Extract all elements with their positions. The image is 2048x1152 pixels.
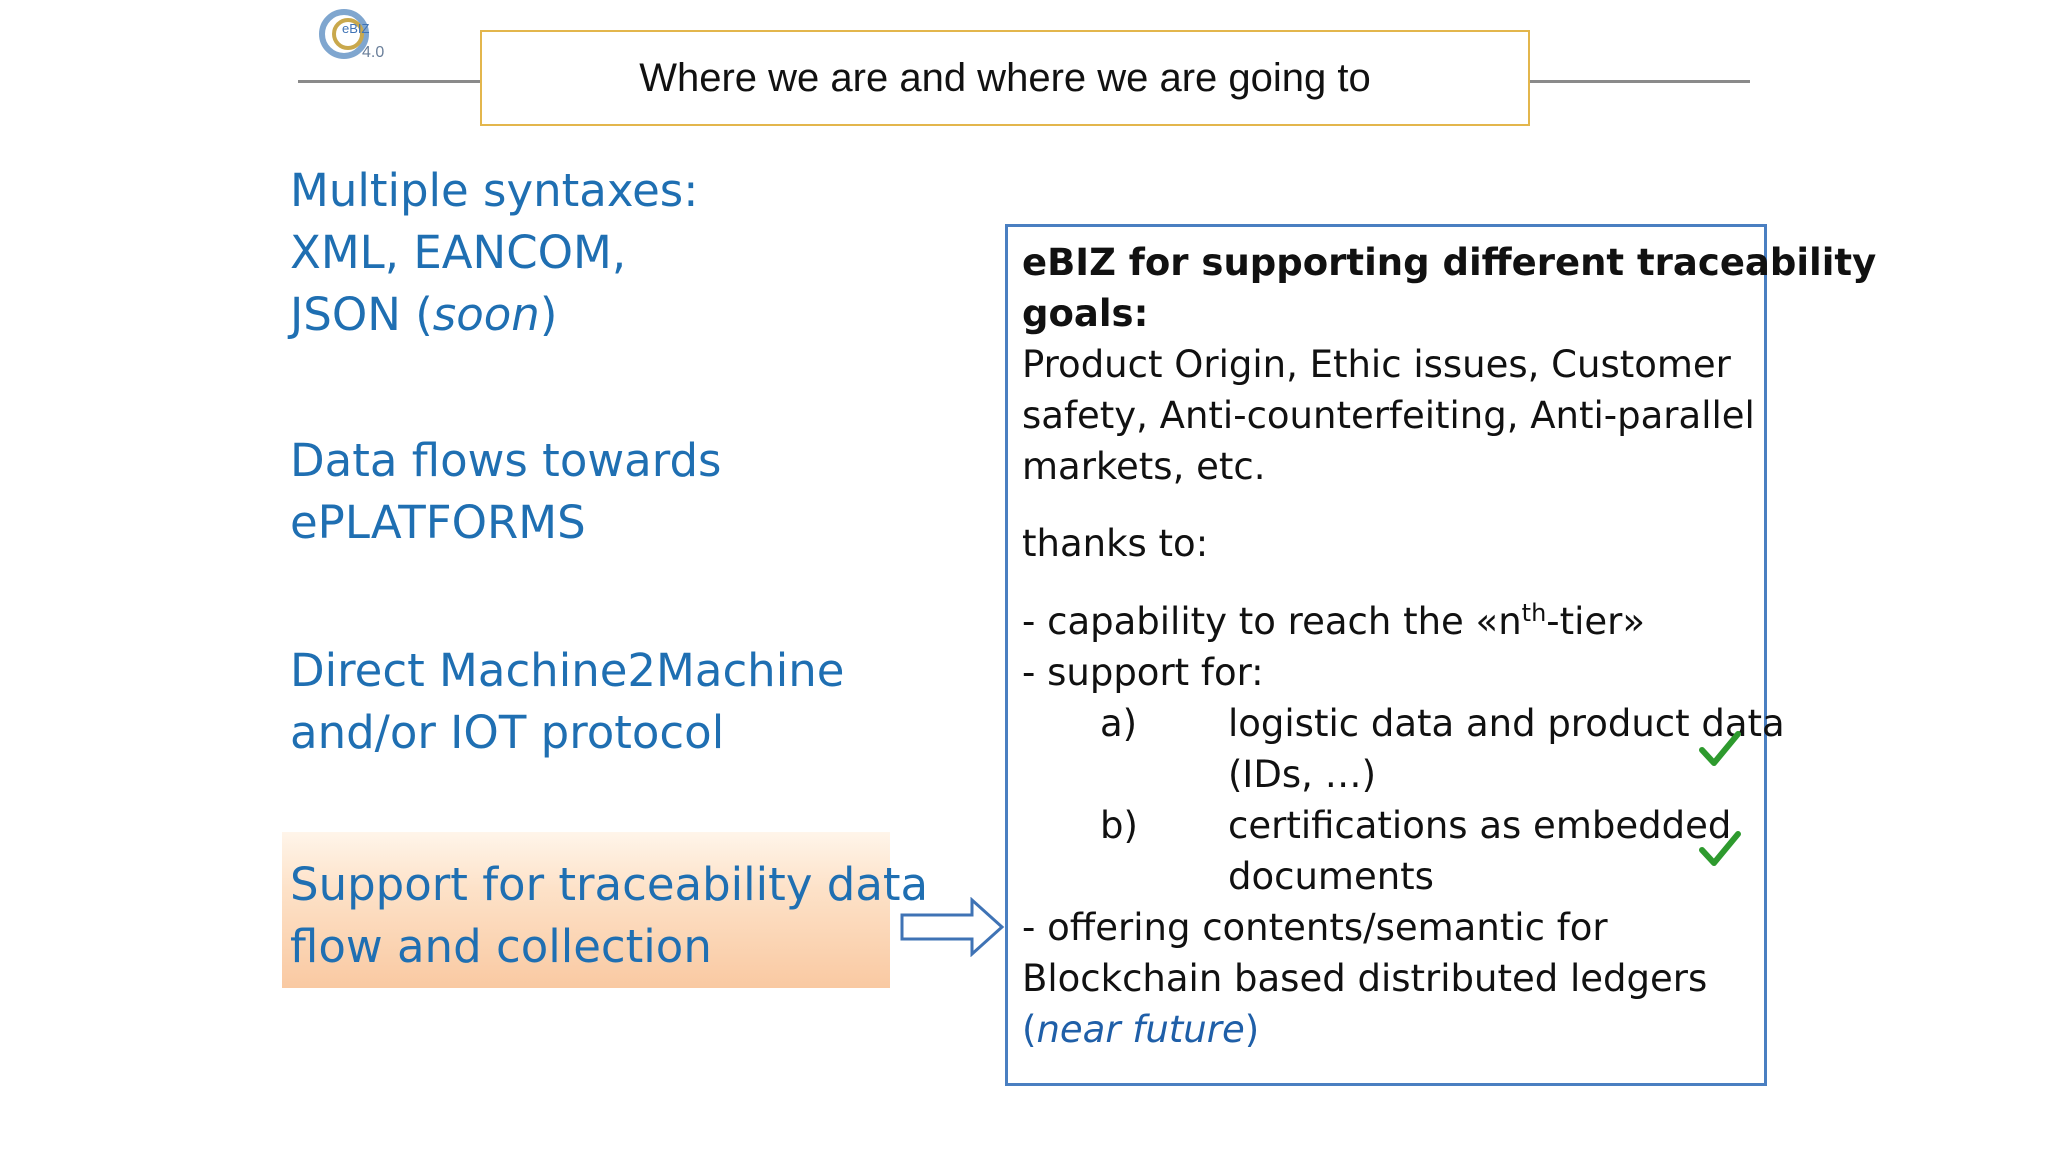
sub-item-letter: a): [1100, 702, 1138, 745]
panel-heading-line: eBIZ for supporting different traceabili…: [1022, 241, 1877, 284]
sub-item-a: a) logistic data and product data (IDs, …: [1022, 698, 1785, 800]
left-item-line: Multiple syntaxes:: [290, 164, 699, 217]
left-item-line: ePLATFORMS: [290, 496, 586, 549]
right-arrow-icon: [900, 897, 1005, 957]
slide-title-text: Where we are and where we are going to: [639, 55, 1371, 100]
left-item-line: XML, EANCOM,: [290, 226, 627, 279]
sub-item-line: (IDs, …): [1228, 753, 1377, 796]
left-item-line: flow and collection: [290, 920, 712, 973]
capability-line: - capability to reach the «nth-tier»: [1022, 599, 1646, 643]
panel-heading-line: goals:: [1022, 292, 1149, 335]
left-item-data-flows: Data flows towards ePLATFORMS: [290, 430, 721, 554]
logo-text: eBIZ: [342, 21, 370, 36]
sub-item-b: b) certifications as embedded documents: [1022, 800, 1750, 902]
sub-item-letter: b): [1100, 804, 1138, 847]
header-rule-left: [298, 80, 480, 83]
left-item-m2m: Direct Machine2Machine and/or IOT protoc…: [290, 640, 844, 764]
checkmark-icon: [1699, 831, 1741, 866]
sub-item-line: certifications as embedded: [1228, 804, 1732, 847]
sub-item-line: logistic data and product data: [1228, 702, 1785, 745]
left-item-line: Data flows towards: [290, 434, 722, 487]
left-item-line: and/or IOT protocol: [290, 706, 725, 759]
sub-item-line: documents: [1228, 855, 1434, 898]
goals-line: markets, etc.: [1022, 445, 1266, 488]
left-item-line: Direct Machine2Machine: [290, 644, 845, 697]
left-item-line: Support for traceability data: [290, 858, 929, 911]
offering-line: Blockchain based distributed ledgers: [1022, 957, 1708, 1000]
checkmark-icon: [1699, 731, 1741, 766]
offering-line: - offering contents/semantic for: [1022, 906, 1608, 949]
left-item-json-line: JSON (soon): [290, 288, 558, 341]
goals-line: safety, Anti-counterfeiting, Anti-parall…: [1022, 394, 1755, 437]
goals-line: Product Origin, Ethic issues, Customer: [1022, 343, 1731, 386]
support-for-label: - support for:: [1022, 651, 1264, 694]
left-item-traceability: Support for traceability data flow and c…: [282, 832, 929, 988]
logo-version: 4.0: [362, 44, 384, 61]
traceability-panel: eBIZ for supporting different traceabili…: [1005, 224, 1877, 1086]
slide-title: Where we are and where we are going to: [480, 30, 1530, 126]
header-rule-right: [1530, 80, 1750, 83]
thanks-to-label: thanks to:: [1022, 522, 1209, 565]
ebiz-logo-icon: eBIZ 4.0: [319, 9, 384, 61]
near-future-note: (near future): [1022, 1008, 1260, 1051]
left-item-syntaxes: Multiple syntaxes: XML, EANCOM, JSON (so…: [290, 160, 698, 346]
